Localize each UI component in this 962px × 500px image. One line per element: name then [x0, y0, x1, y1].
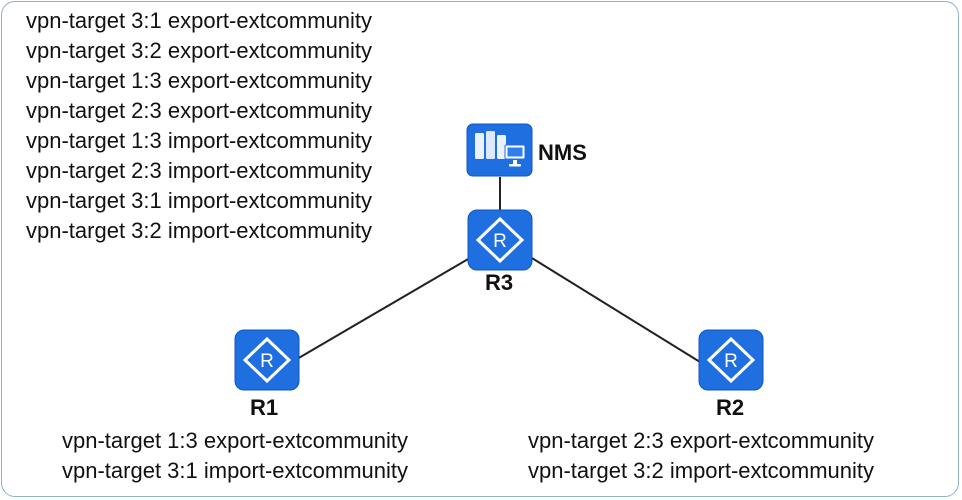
- r1-config-block: vpn-target 1:3 export-extcommunity vpn-t…: [62, 426, 408, 486]
- config-line: vpn-target 3:2 import-extcommunity: [528, 458, 875, 483]
- router-icon: R: [467, 209, 533, 271]
- router-icon: R: [698, 329, 764, 391]
- config-line: vpn-target 1:3 export-extcommunity: [62, 428, 409, 453]
- config-line: vpn-target 3:1 export-extcommunity: [26, 8, 373, 33]
- svg-text:R: R: [493, 231, 507, 252]
- network-management-station-icon: [466, 123, 533, 177]
- config-line: vpn-target 1:3 export-extcommunity: [26, 68, 373, 93]
- router-r1[interactable]: R: [234, 329, 300, 391]
- config-line: vpn-target 3:1 import-extcommunity: [26, 188, 373, 213]
- router-icon: R: [234, 329, 300, 391]
- router-r1-label: R1: [250, 395, 279, 420]
- svg-text:R: R: [260, 351, 274, 372]
- link-r3-r1: [296, 254, 476, 360]
- nms-label: NMS: [538, 140, 587, 165]
- router-r3[interactable]: R: [467, 209, 533, 271]
- config-line: vpn-target 3:2 import-extcommunity: [26, 218, 373, 243]
- router-r3-label: R3: [485, 270, 514, 295]
- config-line: vpn-target 2:3 export-extcommunity: [528, 428, 875, 453]
- r2-config-block: vpn-target 2:3 export-extcommunity vpn-t…: [528, 426, 874, 486]
- svg-text:R: R: [724, 351, 738, 372]
- config-line: vpn-target 2:3 export-extcommunity: [26, 98, 373, 123]
- config-line: vpn-target 3:2 export-extcommunity: [26, 38, 373, 63]
- router-r2-label: R2: [716, 395, 745, 420]
- config-line: vpn-target 1:3 import-extcommunity: [26, 128, 373, 153]
- config-line: vpn-target 3:1 import-extcommunity: [62, 458, 409, 483]
- r3-config-block: vpn-target 3:1 export-extcommunity vpn-t…: [26, 6, 372, 246]
- router-r2[interactable]: R: [698, 329, 764, 391]
- nms-node[interactable]: [466, 123, 533, 177]
- link-r3-r2: [526, 254, 701, 363]
- config-line: vpn-target 2:3 import-extcommunity: [26, 158, 373, 183]
